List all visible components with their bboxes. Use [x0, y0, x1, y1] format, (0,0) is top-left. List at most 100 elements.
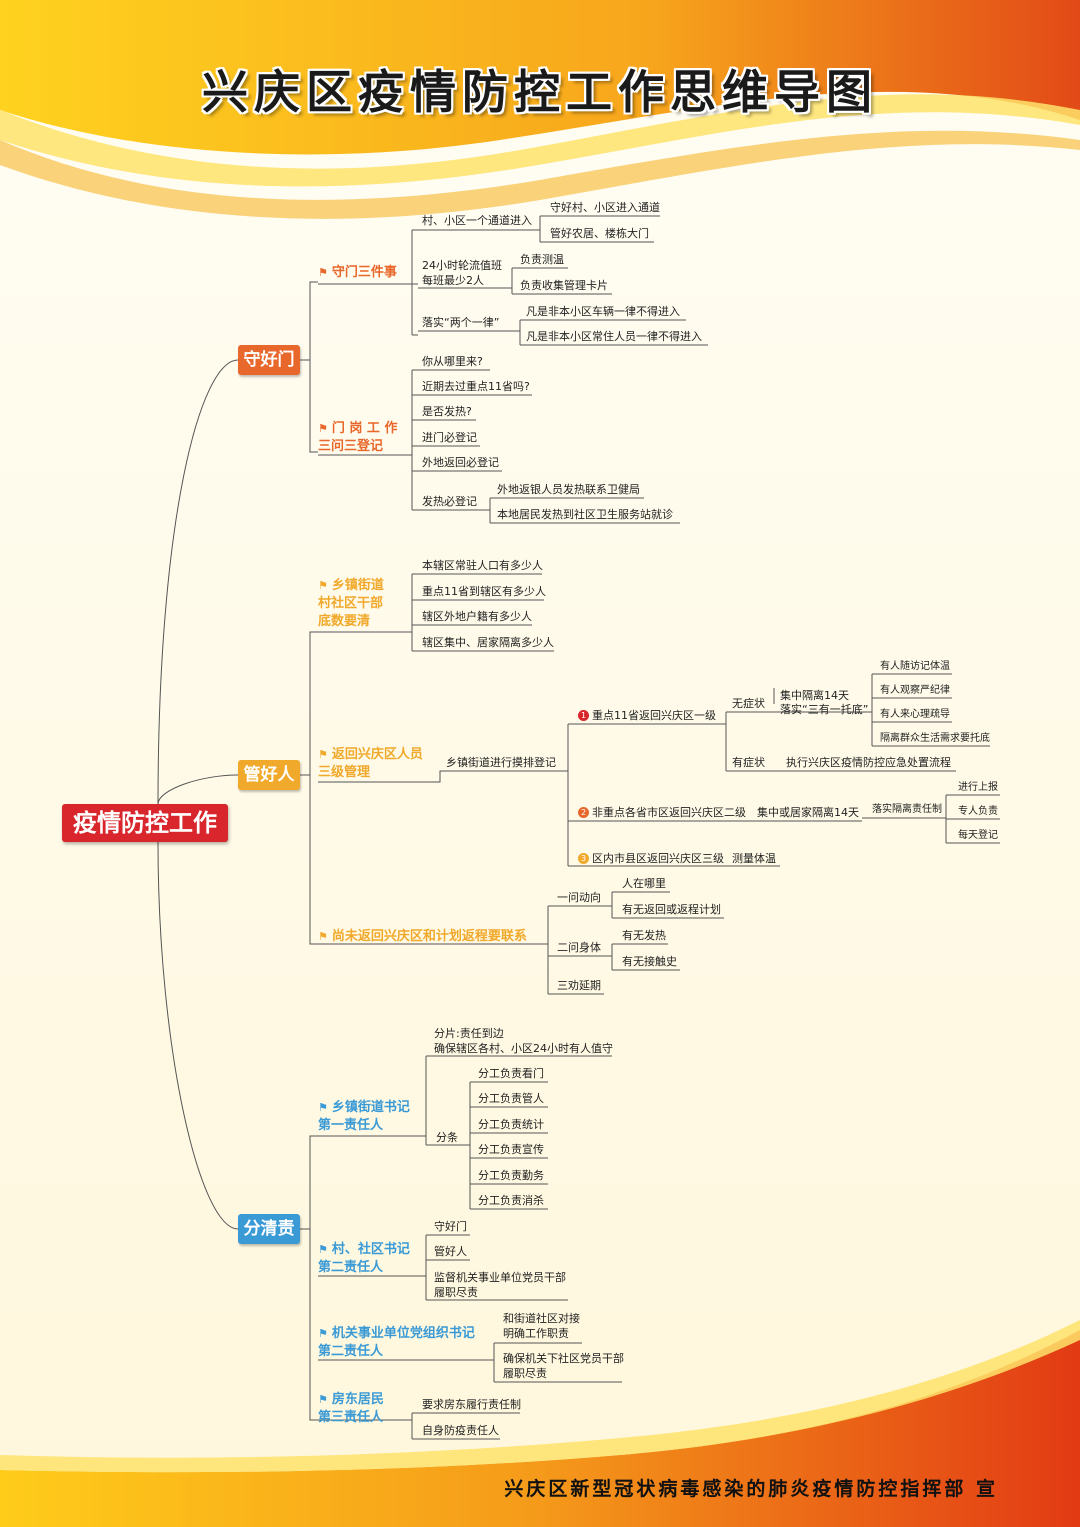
leaf: 本地居民发热到社区卫生服务站就诊 — [497, 508, 673, 521]
leaf: 有无发热 — [622, 929, 666, 942]
leaf: 外地返回必登记 — [422, 456, 499, 469]
sub-landlord-resident: ⚑房东居民 第三责任人 — [318, 1391, 384, 1427]
leaf: 有人来心理疏导 — [880, 709, 950, 720]
branch-divide-duty: 分清责 — [238, 1214, 300, 1244]
sub-agency-secretary: ⚑机关事业单位党组织书记 第二责任人 — [318, 1325, 475, 1361]
node-advise-delay: 三劝延期 — [557, 979, 601, 992]
node-isolation-duty: 落实隔离责任制 — [872, 804, 942, 815]
leaf: 守好门 — [434, 1220, 467, 1233]
sub-label: 门 岗 工 作 三问三登记 — [318, 421, 398, 454]
leaf: 分工负责管人 — [478, 1092, 544, 1105]
node-symptomatic: 有症状 — [732, 756, 765, 769]
leaf: 管好人 — [434, 1245, 467, 1258]
node-zoning: 分片:责任到边 确保辖区各村、小区24小时有人值守 — [434, 1027, 613, 1055]
number-badge: 2 — [578, 807, 589, 818]
leaf: 分工负责勤务 — [478, 1169, 544, 1182]
sub-not-returned: ⚑尚未返回兴庆区和计划返程要联系 — [318, 928, 527, 946]
leaf: 专人负责 — [958, 806, 998, 817]
sub-label: 守门三件事 — [331, 265, 397, 280]
node-survey-register: 乡镇街道进行摸排登记 — [446, 756, 556, 769]
leaf: 有无接触史 — [622, 955, 677, 968]
sub-label: 机关事业单位党组织书记 第二责任人 — [318, 1326, 475, 1359]
sub-label: 尚未返回兴庆区和计划返程要联系 — [331, 929, 527, 944]
flag-icon: ⚑ — [318, 1243, 328, 1256]
number-badge: 3 — [578, 853, 589, 864]
node-measure-temp: 测量体温 — [732, 852, 776, 865]
node-two-rules: 落实“两个一律” — [422, 316, 500, 329]
leaf: 要求房东履行责任制 — [422, 1398, 521, 1411]
sub-label: 返回兴庆区人员 三级管理 — [318, 747, 423, 780]
sub-gate-three-tasks: ⚑守门三件事 — [318, 264, 397, 282]
sub-three-level-mgmt: ⚑返回兴庆区人员 三级管理 — [318, 746, 423, 782]
sub-label: 乡镇街道书记 第一责任人 — [318, 1100, 410, 1133]
leaf: 确保机关下社区党员干部 履职尽责 — [503, 1352, 624, 1380]
leaf: 每天登记 — [958, 830, 998, 841]
poster-footer: 兴庆区新型冠状病毒感染的肺炎疫情防控指挥部 宣 — [504, 1478, 998, 1500]
leaf: 凡是非本小区常住人员一律不得进入 — [526, 330, 702, 343]
node-fever-register: 发热必登记 — [422, 495, 477, 508]
node-24h-duty: 24小时轮流值班 每班最少2人 — [422, 259, 502, 287]
level-label: 非重点各省市区返回兴庆区二级 — [592, 806, 746, 819]
sub-label: 村、社区书记 第二责任人 — [318, 1242, 410, 1275]
leaf: 监督机关事业单位党员干部 履职尽责 — [434, 1271, 566, 1299]
leaf: 是否发热? — [422, 405, 472, 418]
flag-icon: ⚑ — [318, 1327, 328, 1340]
node-ask-health: 二问身体 — [557, 941, 601, 954]
number-badge: 1 — [578, 710, 589, 721]
leaf: 有无返回或返程计划 — [622, 903, 721, 916]
leaf: 隔离群众生活需求要托底 — [880, 733, 990, 744]
sub-label: 乡镇街道 村社区干部 底数要清 — [318, 578, 384, 629]
leaf: 和街道社区对接 明确工作职责 — [503, 1312, 580, 1340]
leaf: 凡是非本小区车辆一律不得进入 — [526, 305, 680, 318]
leaf: 近期去过重点11省吗? — [422, 380, 530, 393]
leaf: 你从哪里来? — [422, 355, 483, 368]
node-asymptomatic: 无症状 — [732, 697, 765, 710]
sub-gate-post-work: ⚑门 岗 工 作 三问三登记 — [318, 420, 397, 456]
node-ask-whereabouts: 一问动向 — [557, 891, 601, 904]
level-label: 区内市县区返回兴庆区三级 — [592, 852, 724, 865]
leaf: 负责收集管理卡片 — [520, 279, 608, 292]
leaf: 有人随访记体温 — [880, 661, 950, 672]
leaf: 分工负责统计 — [478, 1118, 544, 1131]
flag-icon: ⚑ — [318, 930, 328, 943]
leaf: 管好农居、楼栋大门 — [550, 227, 649, 240]
poster-title: 兴庆区疫情防控工作思维导图 — [202, 65, 878, 119]
leaf: 进行上报 — [958, 782, 998, 793]
flag-icon: ⚑ — [318, 579, 328, 592]
leaf: 人在哪里 — [622, 877, 666, 890]
level-label: 重点11省返回兴庆区一级 — [592, 709, 716, 722]
leaf: 辖区集中、居家隔离多少人 — [422, 636, 554, 649]
flag-icon: ⚑ — [318, 1101, 328, 1114]
branch-guard-gate: 守好门 — [238, 345, 300, 375]
sub-cadre-census: ⚑乡镇街道 村社区干部 底数要清 — [318, 577, 384, 631]
leaf: 分工负责看门 — [478, 1067, 544, 1080]
flag-icon: ⚑ — [318, 1393, 328, 1406]
leaf: 负责测温 — [520, 253, 564, 266]
flag-icon: ⚑ — [318, 266, 328, 279]
node-single-entrance: 村、小区一个通道进入 — [422, 214, 532, 227]
leaf: 分工负责消杀 — [478, 1194, 544, 1207]
leaf: 外地返银人员发热联系卫健局 — [497, 483, 640, 496]
leaf: 本辖区常驻人口有多少人 — [422, 559, 543, 572]
flag-icon: ⚑ — [318, 422, 328, 435]
leaf: 重点11省到辖区有多少人 — [422, 585, 546, 598]
sub-town-secretary: ⚑乡镇街道书记 第一责任人 — [318, 1099, 410, 1135]
node-central-isolation: 集中隔离14天 落实“三有一托底” — [780, 689, 869, 716]
leaf: 进门必登记 — [422, 431, 477, 444]
sub-village-secretary: ⚑村、社区书记 第二责任人 — [318, 1241, 410, 1277]
node-isolation-14: 集中或居家隔离14天 — [757, 806, 859, 819]
sub-label: 房东居民 第三责任人 — [318, 1392, 384, 1425]
leaf: 辖区外地户籍有多少人 — [422, 610, 532, 623]
leaf: 守好村、小区进入通道 — [550, 201, 660, 214]
leaf: 自身防疫责任人 — [422, 1424, 499, 1437]
leaf: 有人观察严纪律 — [880, 685, 950, 696]
leaf: 分工负责宣传 — [478, 1143, 544, 1156]
node-emergency-flow: 执行兴庆区疫情防控应急处置流程 — [786, 756, 951, 769]
flag-icon: ⚑ — [318, 748, 328, 761]
root-node: 疫情防控工作 — [62, 804, 228, 842]
node-division: 分条 — [436, 1131, 458, 1144]
branch-manage-people: 管好人 — [238, 760, 300, 790]
